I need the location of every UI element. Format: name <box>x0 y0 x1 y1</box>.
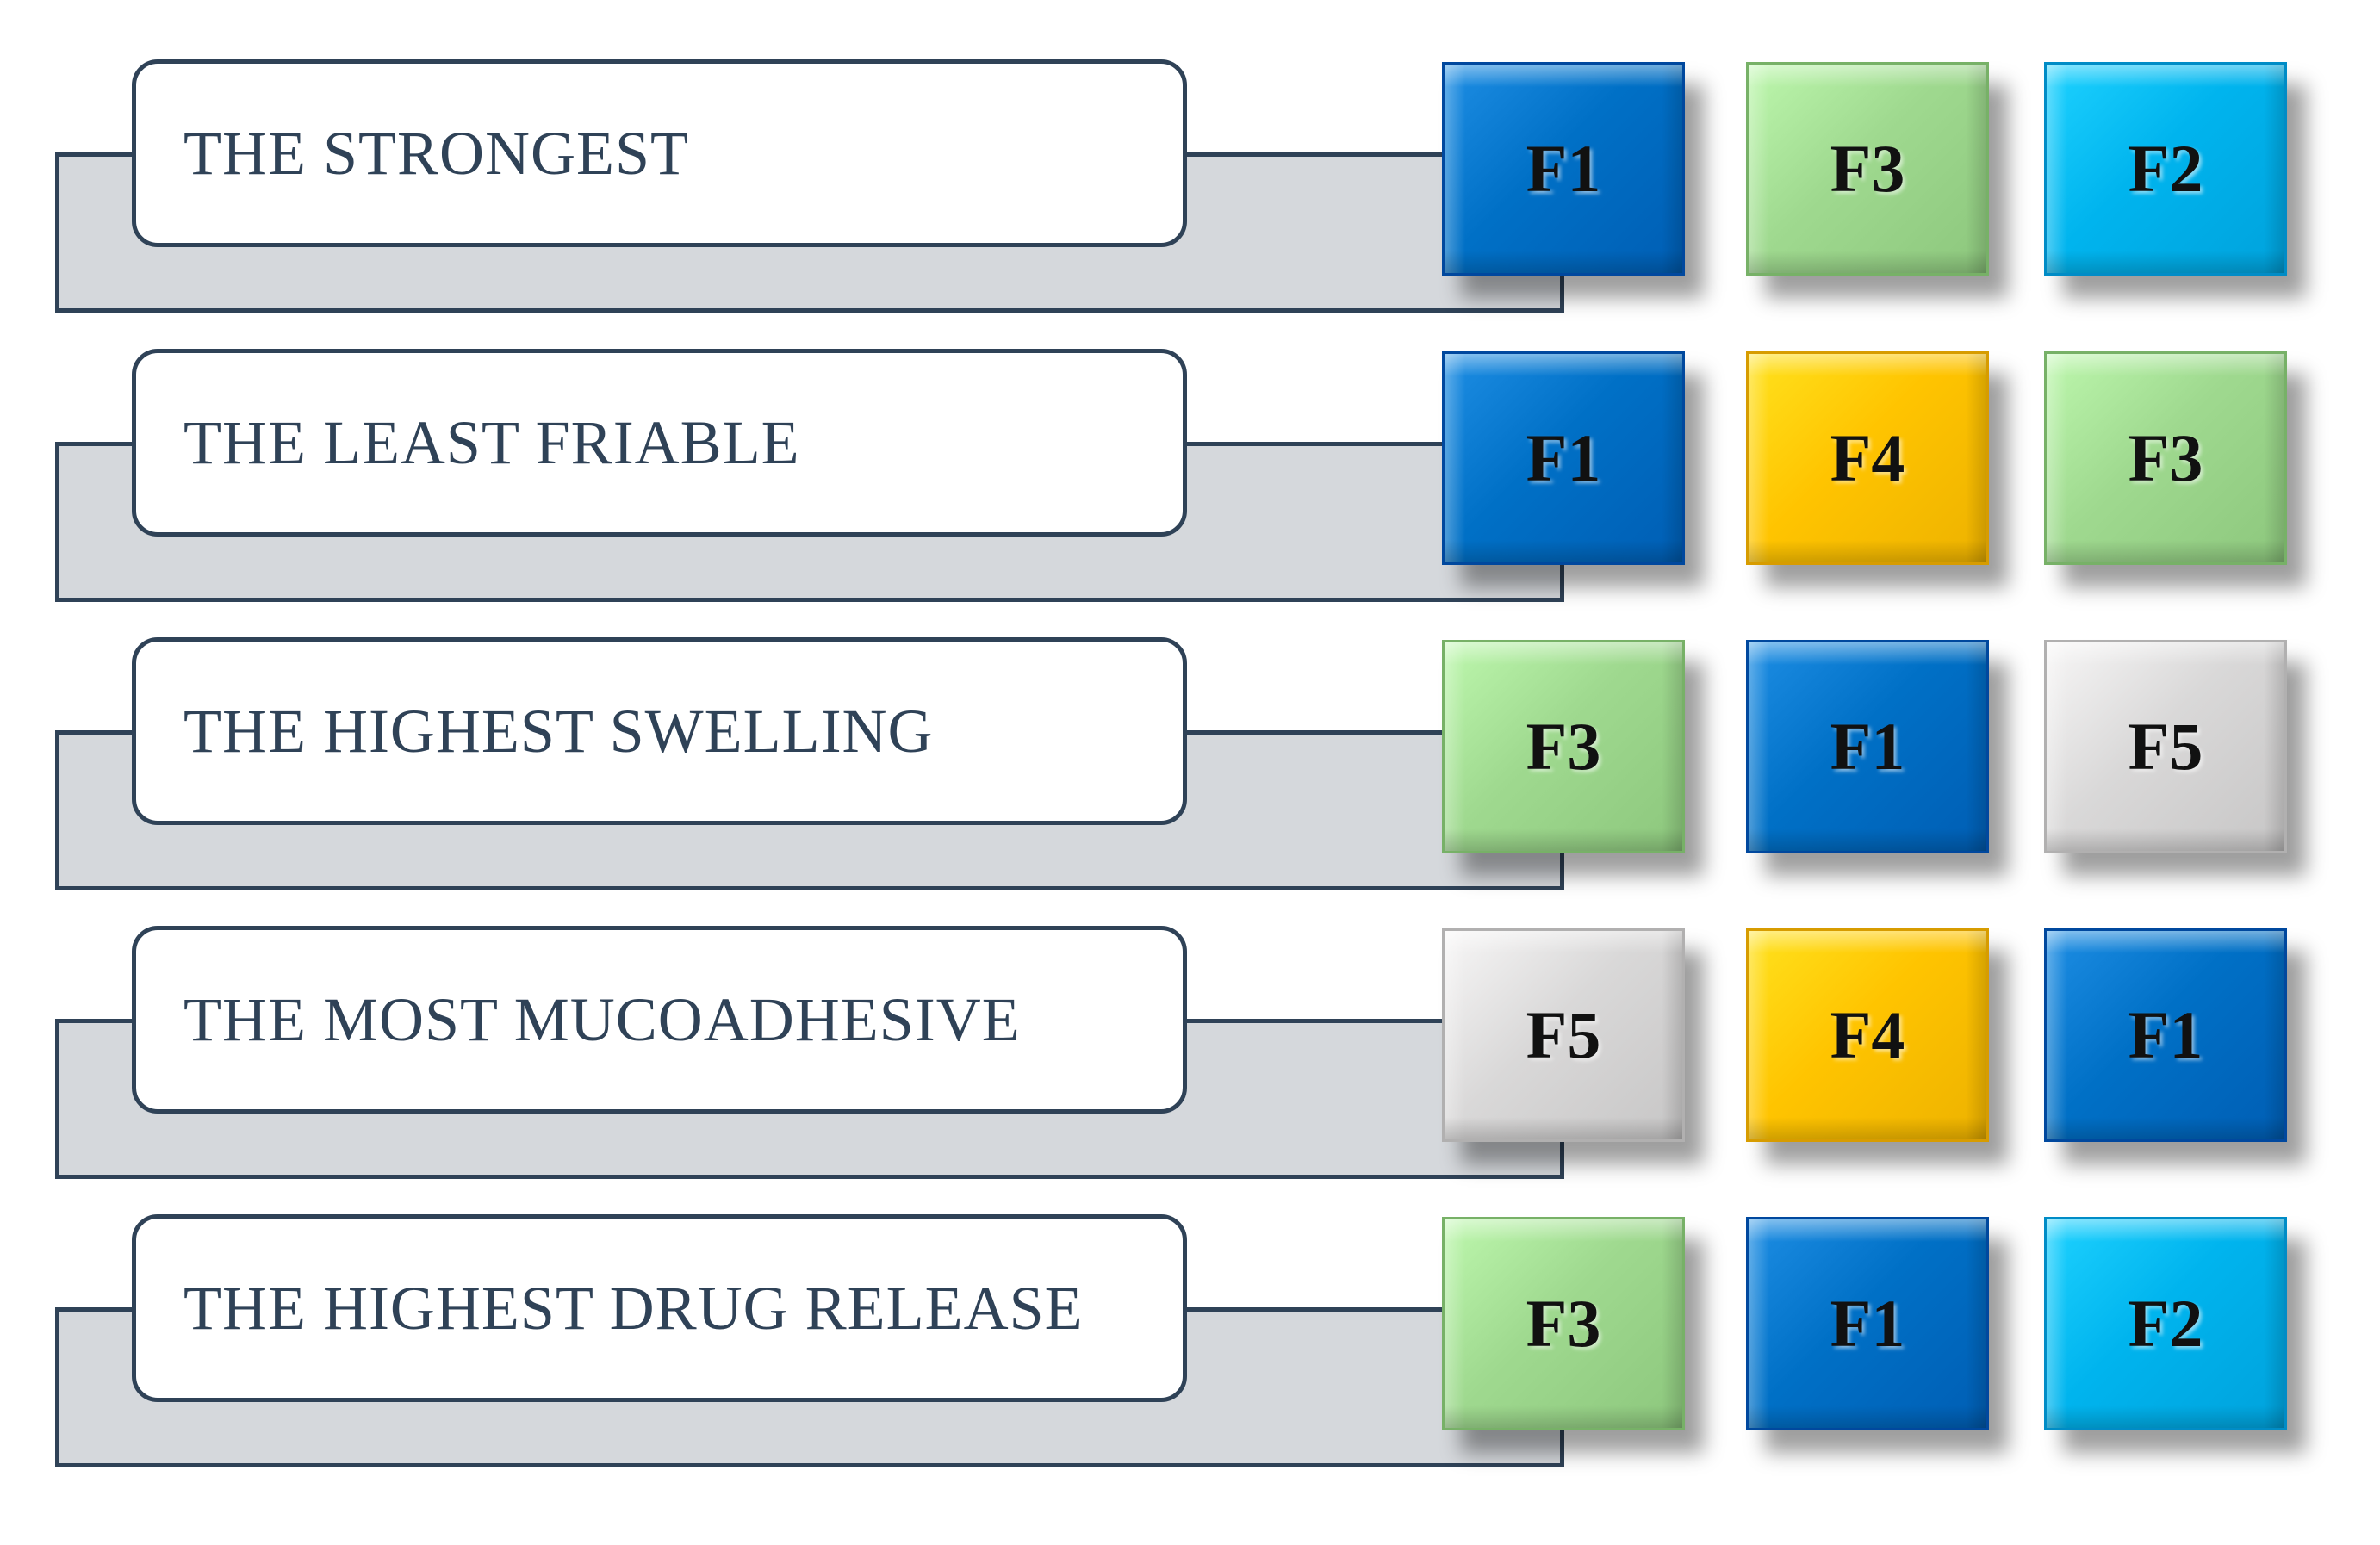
left-connector-line <box>55 730 134 735</box>
formulation-tile-label: F3 <box>1526 709 1601 784</box>
formulation-tile-rank-1: F3 <box>1442 640 1685 853</box>
criterion-row-strongest: THE STRONGEST F1 F3 F2 <box>0 59 2380 350</box>
criterion-label: THE MOST MUCOADHESIVE <box>183 984 1021 1054</box>
formulation-tile-label: F5 <box>1526 997 1601 1072</box>
criterion-label-box: THE HIGHEST SWELLING <box>132 637 1187 825</box>
formulation-tile-rank-1: F1 <box>1442 62 1685 276</box>
criterion-row-highest-swelling: THE HIGHEST SWELLING F3 F1 F5 <box>0 637 2380 928</box>
criterion-label-box: THE LEAST FRIABLE <box>132 349 1187 537</box>
formulation-tile-rank-1: F5 <box>1442 928 1685 1142</box>
formulation-tile-label: F5 <box>2128 709 2203 784</box>
formulation-tile-rank-3: F1 <box>2044 928 2287 1142</box>
formulation-tile-rank-1: F1 <box>1442 351 1685 565</box>
left-connector-line <box>55 152 134 157</box>
formulation-tile-label: F1 <box>1526 420 1601 495</box>
formulation-tile-label: F2 <box>2128 1286 2203 1361</box>
formulation-tile-rank-3: F5 <box>2044 640 2287 853</box>
formulation-tile-rank-3: F2 <box>2044 62 2287 276</box>
right-connector-line <box>1184 442 1443 446</box>
formulation-tile-rank-2: F1 <box>1746 640 1989 853</box>
criterion-label: THE STRONGEST <box>183 118 689 188</box>
formulation-tile-label: F4 <box>1830 420 1905 495</box>
right-connector-line <box>1184 1307 1443 1312</box>
criterion-label: THE HIGHEST SWELLING <box>183 696 934 766</box>
formulation-tile-label: F1 <box>1830 1286 1905 1361</box>
formulation-tile-label: F1 <box>1830 709 1905 784</box>
formulation-tile-label: F3 <box>1830 131 1905 206</box>
criterion-label: THE HIGHEST DRUG RELEASE <box>183 1273 1084 1343</box>
formulation-tile-label: F1 <box>2128 997 2203 1072</box>
formulation-tile-rank-1: F3 <box>1442 1217 1685 1430</box>
right-connector-line <box>1184 1019 1443 1023</box>
formulation-tile-rank-2: F1 <box>1746 1217 1989 1430</box>
criterion-label-box: THE HIGHEST DRUG RELEASE <box>132 1214 1187 1402</box>
left-connector-line <box>55 442 134 446</box>
formulation-tile-rank-2: F4 <box>1746 351 1989 565</box>
formulation-tile-label: F3 <box>2128 420 2203 495</box>
formulation-tile-rank-2: F3 <box>1746 62 1989 276</box>
formulation-tile-rank-3: F3 <box>2044 351 2287 565</box>
formulation-tile-label: F2 <box>2128 131 2203 206</box>
right-connector-line <box>1184 152 1443 157</box>
formulation-tile-label: F1 <box>1526 131 1601 206</box>
criterion-label: THE LEAST FRIABLE <box>183 407 800 477</box>
right-connector-line <box>1184 730 1443 735</box>
left-connector-line <box>55 1019 134 1023</box>
criterion-row-least-friable: THE LEAST FRIABLE F1 F4 F3 <box>0 349 2380 639</box>
criterion-row-highest-drug-release: THE HIGHEST DRUG RELEASE F3 F1 F2 <box>0 1214 2380 1505</box>
formulation-tile-rank-3: F2 <box>2044 1217 2287 1430</box>
criterion-row-most-mucoadhesive: THE MOST MUCOADHESIVE F5 F4 F1 <box>0 926 2380 1216</box>
formulation-tile-rank-2: F4 <box>1746 928 1989 1142</box>
formulation-tile-label: F4 <box>1830 997 1905 1072</box>
criterion-label-box: THE MOST MUCOADHESIVE <box>132 926 1187 1114</box>
left-connector-line <box>55 1307 134 1312</box>
criterion-label-box: THE STRONGEST <box>132 59 1187 247</box>
formulation-tile-label: F3 <box>1526 1286 1601 1361</box>
